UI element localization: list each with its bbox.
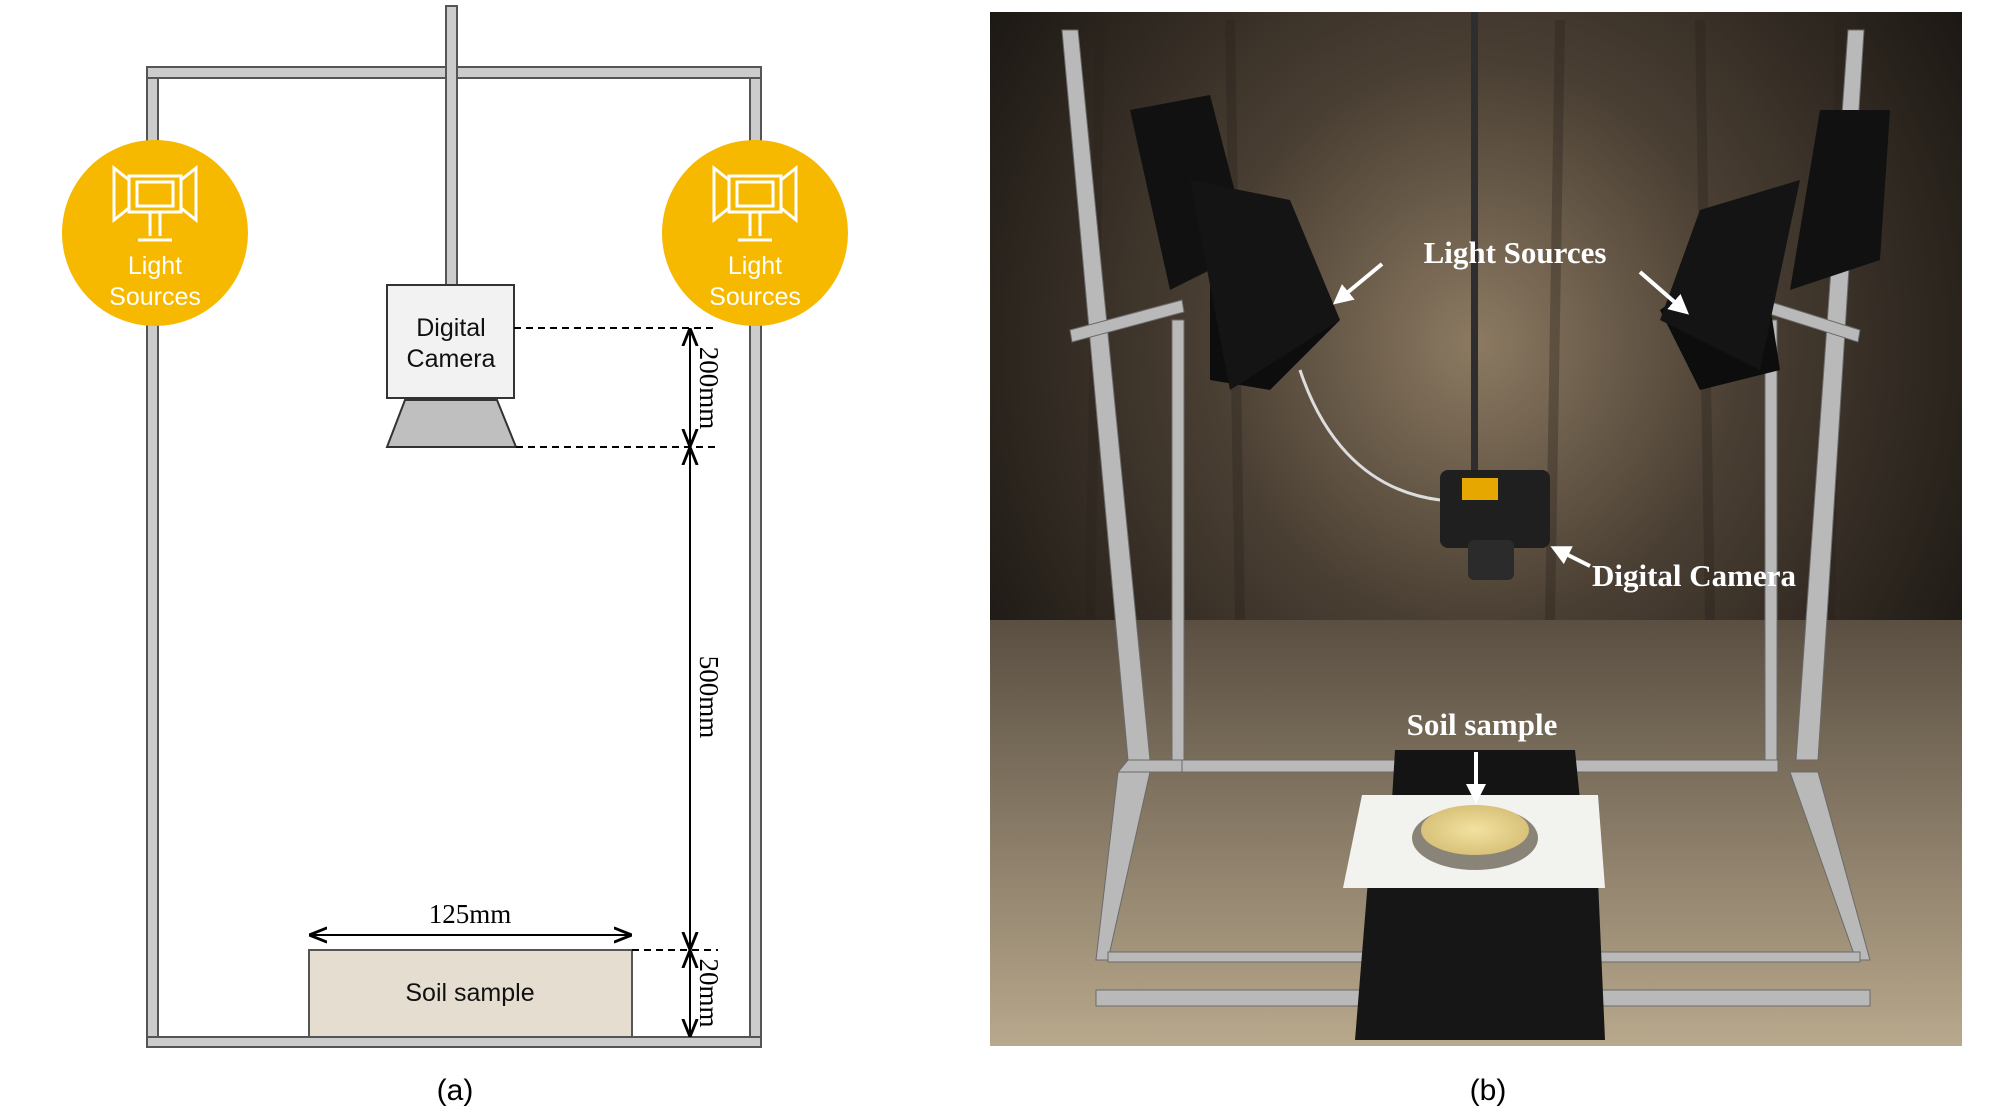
light-source-left: Light Sources — [62, 140, 248, 326]
photo-light-right — [1660, 110, 1890, 390]
panel-b-photo: Light Sources Digital Camera Soil sample… — [990, 12, 1962, 1107]
panel-a-schematic: Light Sources Light Sources Digital Came… — [62, 5, 848, 1107]
dimension-label-125mm: 125mm — [429, 899, 512, 929]
arrow-light-left — [1332, 262, 1384, 305]
light-left-line1: Light — [128, 252, 182, 280]
dimension-label-200mm: 200mm — [694, 347, 724, 430]
photo-light-left — [1130, 95, 1340, 390]
dimension-label-20mm: 20mm — [694, 958, 724, 1027]
soil-label: Soil sample — [405, 979, 534, 1007]
photo-digital-camera — [1440, 470, 1550, 580]
dimension-guides — [514, 327, 718, 951]
light-source-right: Light Sources — [662, 140, 848, 326]
soil-sample-box: Soil sample — [308, 949, 633, 1038]
light-left-line2: Sources — [109, 283, 201, 311]
soil-dish-soil — [1421, 805, 1529, 855]
frame-bottom-bar — [146, 1036, 762, 1048]
studio-light-icon — [712, 164, 798, 242]
arrow-light-right — [1638, 270, 1690, 315]
dimension-label-500mm: 500mm — [694, 656, 724, 739]
black-mat-bottom — [1355, 880, 1605, 1040]
arrow-camera — [1550, 546, 1591, 568]
studio-light-icon — [112, 164, 198, 242]
camera-mount-pole — [445, 5, 458, 287]
black-mat-top — [1392, 750, 1580, 800]
camera-line1: Digital — [416, 314, 485, 342]
camera-line2: Camera — [407, 345, 496, 373]
light-cable — [1298, 369, 1441, 502]
photo-label-soil: Soil sample — [1407, 707, 1558, 742]
caption-b: (b) — [1470, 1074, 1507, 1107]
photo-label-light: Light Sources — [1424, 235, 1607, 270]
light-right-line2: Sources — [709, 283, 801, 311]
caption-a: (a) — [437, 1074, 474, 1107]
camera-lens — [385, 399, 518, 448]
digital-camera-box: Digital Camera — [386, 284, 515, 399]
light-right-line1: Light — [728, 252, 782, 280]
photo-label-camera: Digital Camera — [1592, 558, 1797, 593]
photo-camera-pole — [1471, 12, 1478, 482]
